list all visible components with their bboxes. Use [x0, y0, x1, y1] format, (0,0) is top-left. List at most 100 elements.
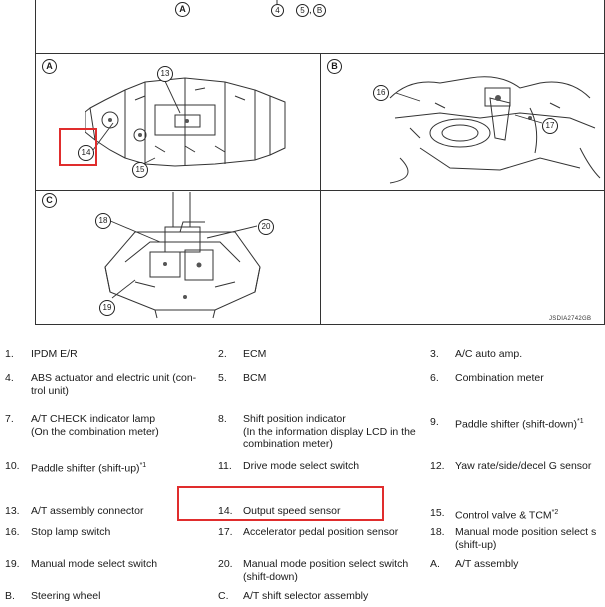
panel-c-leaders: [107, 219, 258, 299]
panel-a-leaders: [92, 78, 181, 166]
legend-number: 9.: [430, 416, 439, 428]
legend-number: 20.: [218, 558, 233, 570]
legend-text: Manual mode position select s(shift-up): [455, 526, 596, 551]
shift-selector-drawing: [104, 192, 261, 319]
legend-text: Steering wheel: [31, 590, 100, 603]
legend-text: A/T assembly: [455, 558, 518, 571]
legend-text-line: Steering wheel: [31, 590, 101, 602]
top-tag-a: A: [175, 2, 190, 17]
legend-text-line: Control valve & TCM: [455, 509, 552, 522]
legend-text-line: Manual mode position select s: [455, 526, 597, 538]
legend-number: C.: [218, 590, 229, 602]
legend-text-line: (On the combination meter): [31, 425, 159, 438]
legend-footnote: *1: [139, 462, 147, 469]
legend-text-line: (In the information display LCD in the: [243, 425, 416, 438]
legend-number: 11.: [218, 460, 232, 472]
legend-text-line: Manual mode select switch: [31, 558, 158, 570]
callout-13: 13: [157, 66, 173, 82]
legend-text: Output speed sensor: [243, 505, 340, 518]
legend-text: A/T assembly connector: [31, 505, 143, 518]
legend-number: 15.: [430, 507, 445, 519]
legend-text: Combination meter: [455, 372, 544, 385]
callout-18: 18: [95, 213, 111, 229]
legend-text-line: Output speed sensor: [243, 505, 341, 517]
legend-number: B.: [5, 590, 15, 602]
legend-text: Stop lamp switch: [31, 526, 110, 539]
legend-text: Yaw rate/side/decel G sensor: [455, 460, 591, 473]
legend-text: BCM: [243, 372, 266, 385]
legend-number: 16.: [5, 526, 20, 538]
callout-16: 16: [373, 85, 389, 101]
panel-a-tag: A: [42, 59, 57, 74]
top-callout-5: 5: [296, 4, 309, 17]
legend-text: Manual mode select switch: [31, 558, 157, 571]
legend-number: 14.: [218, 505, 233, 517]
legend-text: ABS actuator and electric unit (con-trol…: [31, 372, 196, 397]
legend-text: A/C auto amp.: [455, 348, 522, 361]
legend-text-line: Manual mode position select switch: [243, 558, 409, 570]
legend-text: Paddle shifter (shift-up)*1: [31, 460, 146, 475]
callout-20: 20: [258, 219, 274, 235]
legend-number: 3.: [430, 348, 439, 360]
legend-text: Paddle shifter (shift-down)*1: [455, 416, 584, 431]
top-leader-line: [276, 0, 278, 4]
legend-footnote: *1: [576, 418, 584, 425]
legend-text-line: A/T shift selector assembly: [243, 590, 369, 602]
legend-text-line: trol unit): [31, 384, 69, 397]
divider-vertical: [320, 53, 321, 325]
legend-number: 10.: [5, 460, 20, 472]
legend-text-line: combination meter): [243, 438, 333, 450]
legend-text-line: ABS actuator and electric unit (con-: [31, 372, 197, 384]
legend-number: 2.: [218, 348, 227, 360]
legend-text-line: Stop lamp switch: [31, 526, 111, 538]
figure-code: JSDIA2742GB: [549, 316, 592, 322]
legend-text: A/T shift selector assembly: [243, 590, 368, 603]
legend-text-line: A/T CHECK indicator lamp: [31, 413, 156, 425]
legend-text-line: Accelerator pedal position sensor: [243, 526, 399, 538]
legend-text-line: (shift-down): [243, 570, 298, 583]
legend-number: 7.: [5, 413, 14, 425]
legend-text-line: Shift position indicator: [243, 413, 346, 425]
legend-text: Control valve & TCM*2: [455, 507, 558, 522]
legend-number: 6.: [430, 372, 439, 384]
legend-number: 18.: [430, 526, 445, 538]
legend-text: Accelerator pedal position sensor: [243, 526, 398, 539]
legend-number: 1.: [5, 348, 14, 360]
legend-number: 19.: [5, 558, 20, 570]
legend-text-line: ECM: [243, 348, 267, 360]
legend-number: A.: [430, 558, 440, 570]
legend-text: ECM: [243, 348, 266, 361]
legend-text: A/T CHECK indicator lamp(On the combinat…: [31, 413, 159, 438]
legend-number: 17.: [218, 526, 233, 538]
legend-text-line: IPDM E/R: [31, 348, 78, 360]
legend-text: Drive mode select switch: [243, 460, 359, 473]
pedal-area-drawing: [389, 76, 601, 184]
legend-text-line: BCM: [243, 372, 267, 384]
panel-c-tag: C: [42, 193, 57, 208]
legend-number: 12.: [430, 460, 445, 472]
panel-b-tag: B: [327, 59, 342, 74]
callout-17: 17: [542, 118, 558, 134]
callout-14: 14: [78, 145, 94, 161]
legend-footnote: *2: [551, 509, 559, 516]
top-comma: ,: [309, 5, 312, 16]
callout-15: 15: [132, 162, 148, 178]
legend-text-line: Paddle shifter (shift-down): [455, 418, 577, 431]
top-callout-4: 4: [271, 4, 284, 17]
legend-number: 5.: [218, 372, 227, 384]
legend-text-line: Drive mode select switch: [243, 460, 360, 472]
legend-text-line: A/T assembly connector: [31, 505, 144, 517]
legend-text-line: A/T assembly: [455, 558, 519, 570]
legend-number: 8.: [218, 413, 227, 425]
legend-number: 4.: [5, 372, 14, 384]
legend-text-line: (shift-up): [455, 538, 497, 551]
top-callout-b: B: [313, 4, 326, 17]
legend-text: Manual mode position select switch(shift…: [243, 558, 408, 583]
legend-text-line: Combination meter: [455, 372, 544, 384]
legend-text: Shift position indicator(In the informat…: [243, 413, 416, 451]
highlight-callout-14: [59, 128, 97, 166]
legend-text-line: Yaw rate/side/decel G sensor: [455, 460, 592, 472]
legend-text-line: A/C auto amp.: [455, 348, 523, 360]
legend-number: 13.: [5, 505, 20, 517]
legend-text-line: Paddle shifter (shift-up): [31, 462, 140, 475]
